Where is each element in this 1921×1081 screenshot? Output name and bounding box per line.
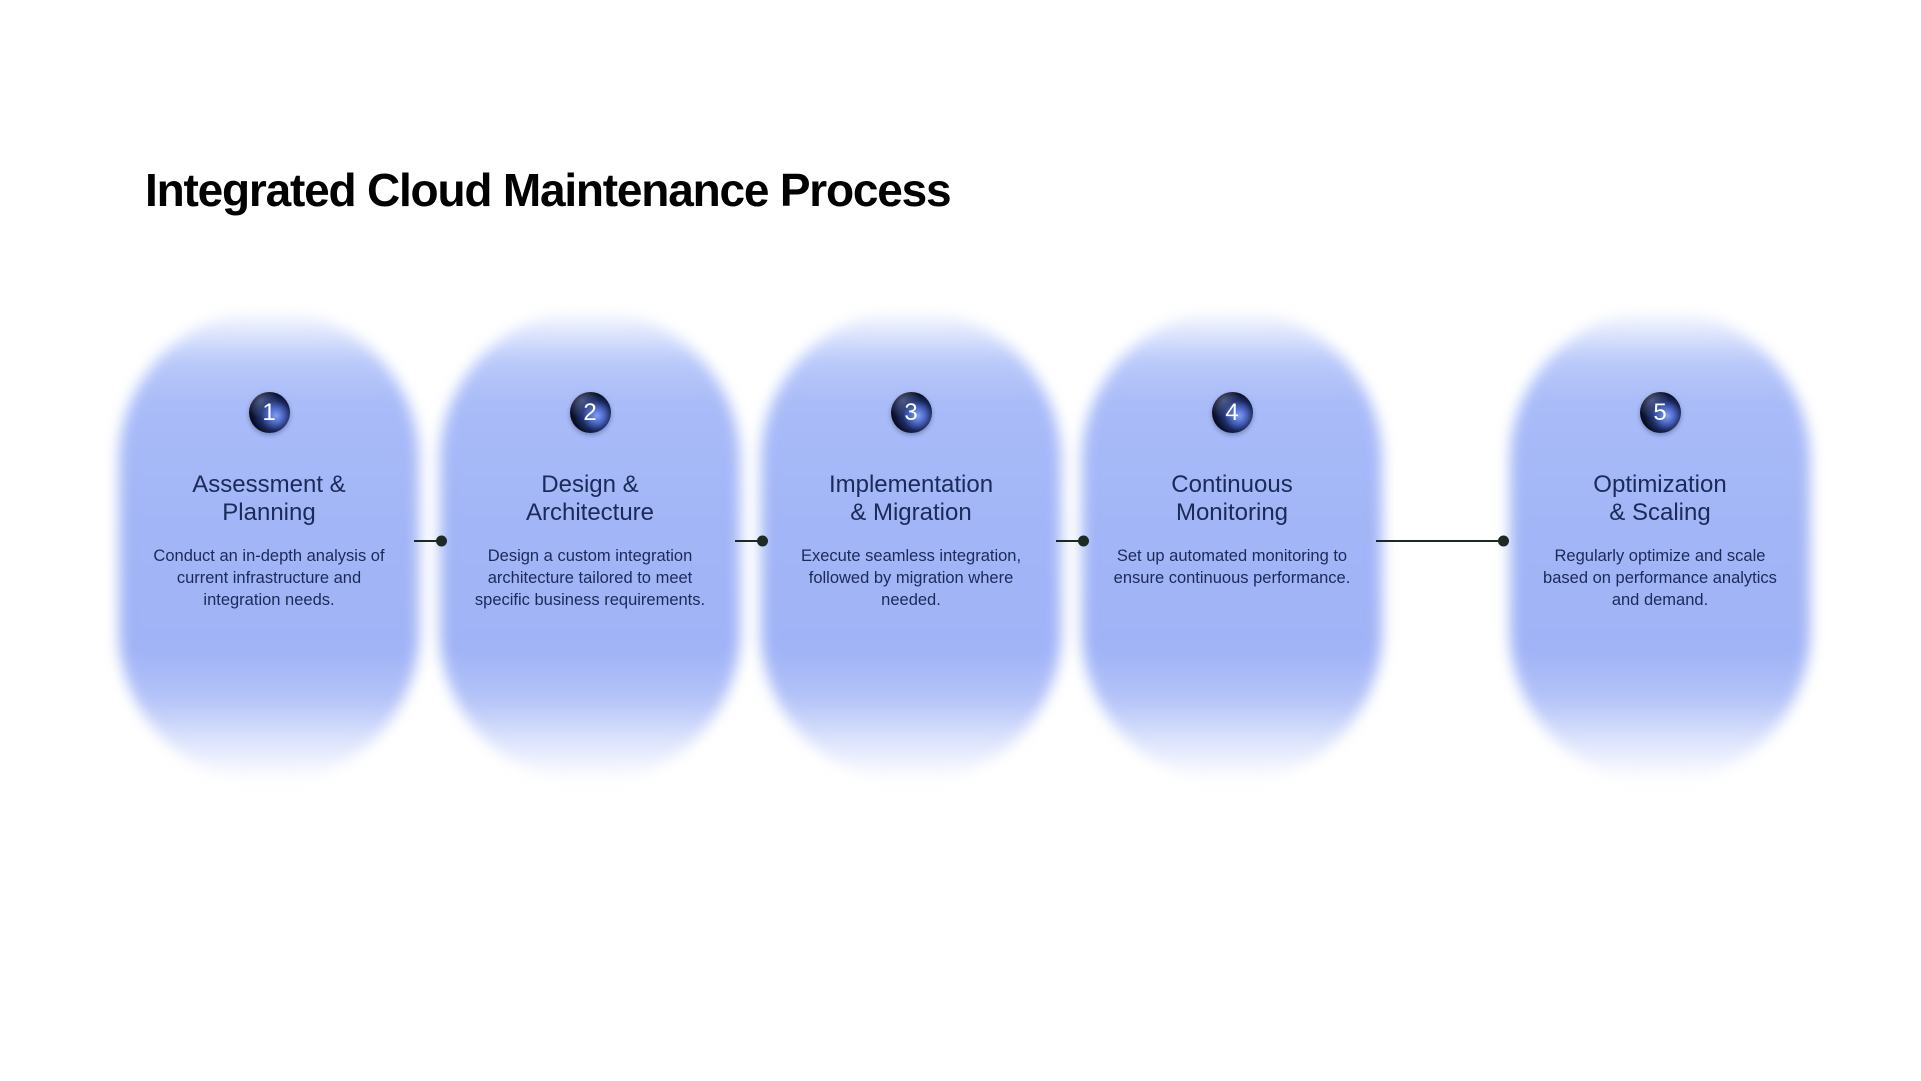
step-description: Execute seamless integration, followed b… <box>800 547 1022 609</box>
step-number-badge: 3 <box>890 392 932 433</box>
step-description: Conduct an in-depth analysis of current … <box>153 547 385 609</box>
step-description: Design a custom integration architecture… <box>474 547 706 609</box>
step-description: Set up automated monitoring to ensure co… <box>1113 547 1351 587</box>
step-content: 4 Continuous Monitoring Set up automated… <box>1082 310 1382 782</box>
process-step-card-2: 2 Design & Architecture Design a custom … <box>440 310 740 782</box>
step-number-badge: 5 <box>1639 392 1681 433</box>
step-blob-background <box>440 310 740 782</box>
step-title-line2: Planning <box>222 499 316 526</box>
step-number-badge: 4 <box>1211 392 1253 433</box>
step-title-line1: Implementation <box>828 471 994 498</box>
connector-dot <box>1078 535 1089 547</box>
connector-line-1-2 <box>414 535 447 547</box>
step-blob-background <box>761 310 1061 782</box>
connector-dot <box>1498 535 1509 547</box>
step-number-badge: 1 <box>248 392 290 433</box>
step-title-line1: Continuous <box>1171 471 1293 498</box>
step-title-line2: & Scaling <box>1609 499 1711 526</box>
step-number: 4 <box>1225 398 1239 426</box>
step-title-line1: Design & <box>541 471 639 498</box>
step-blob-background <box>119 310 419 782</box>
step-title-line2: Monitoring <box>1175 499 1289 526</box>
step-blob-background <box>1510 310 1810 782</box>
step-title-line1: Optimization <box>1593 471 1727 498</box>
step-blob-background <box>1082 310 1382 782</box>
step-title: Optimization & Scaling <box>1593 471 1726 527</box>
step-title-line2: Architecture <box>525 499 655 526</box>
step-title: Design & Architecture <box>526 471 654 527</box>
connector-line-4-5 <box>1376 535 1509 547</box>
step-number-badge: 2 <box>569 392 611 433</box>
process-step-card-4: 4 Continuous Monitoring Set up automated… <box>1082 310 1382 782</box>
connector-dot <box>436 535 447 547</box>
step-number: 5 <box>1653 398 1667 426</box>
connector-dot <box>757 535 768 547</box>
page-title: Integrated Cloud Maintenance Process <box>145 164 952 216</box>
process-step-card-1: 1 Assessment & Planning Conduct an in-de… <box>119 310 419 782</box>
process-step-card-3: 3 Implementation & Migration Execute sea… <box>761 310 1061 782</box>
step-title: Implementation & Migration <box>829 471 993 527</box>
step-title: Continuous Monitoring <box>1171 471 1292 527</box>
connector-line-2-3 <box>735 535 768 547</box>
step-title-line2: & Migration <box>850 499 972 526</box>
step-number: 1 <box>262 398 276 426</box>
step-content: 2 Design & Architecture Design a custom … <box>440 310 740 782</box>
step-title-line1: Assessment & <box>192 471 346 498</box>
step-description: Regularly optimize and scale based on pe… <box>1543 547 1777 609</box>
process-step-card-5: 5 Optimization & Scaling Regularly optim… <box>1510 310 1810 782</box>
step-number: 3 <box>904 398 918 426</box>
step-content: 1 Assessment & Planning Conduct an in-de… <box>119 310 419 782</box>
step-content: 5 Optimization & Scaling Regularly optim… <box>1510 310 1810 782</box>
step-content: 3 Implementation & Migration Execute sea… <box>761 310 1061 782</box>
step-title: Assessment & Planning <box>192 471 345 527</box>
connector-line-3-4 <box>1056 535 1089 547</box>
step-number: 2 <box>583 398 597 426</box>
